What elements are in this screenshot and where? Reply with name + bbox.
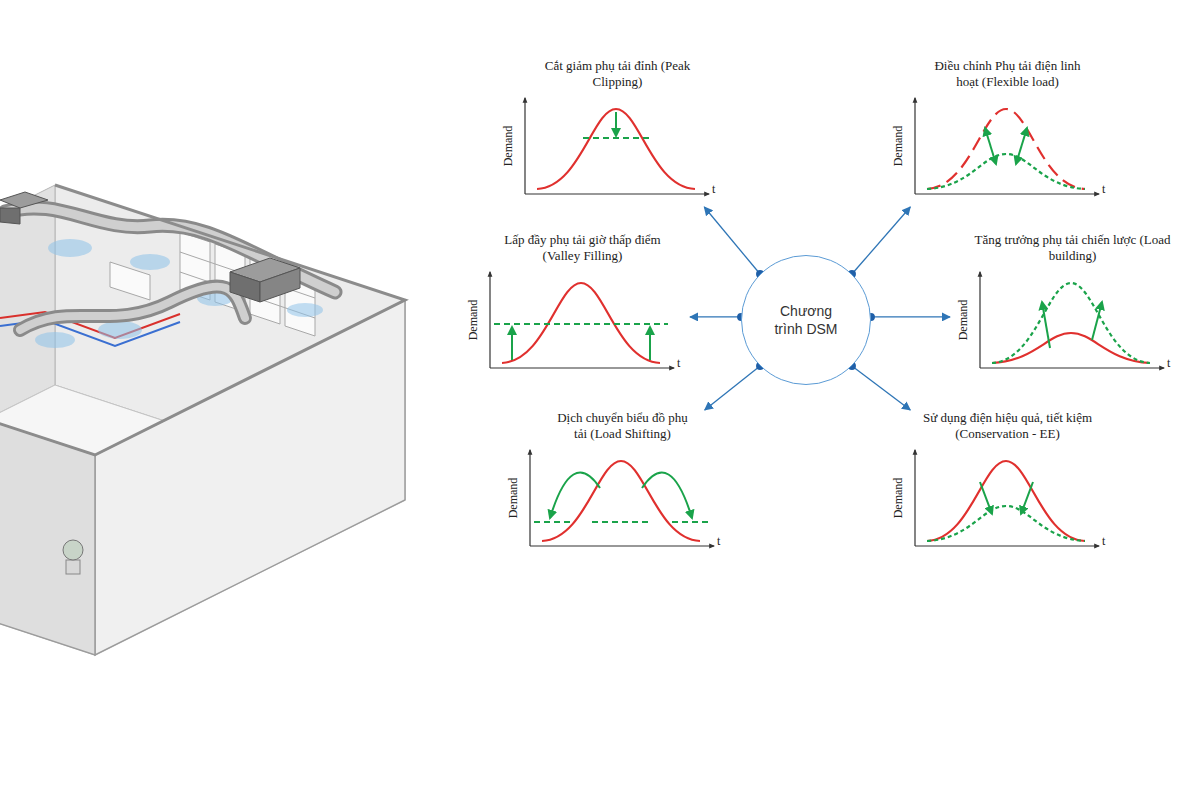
change-arrow <box>1092 302 1102 340</box>
dsm-chart: Cắt giảm phụ tải đỉnh (Peak Clipping) Dem… <box>495 58 725 207</box>
chart-title: Dịch chuyển biểu đồ phụ tải (Load Shifti… <box>553 410 693 442</box>
y-axis <box>524 98 525 194</box>
load-plot <box>460 268 690 373</box>
y-axis <box>529 450 530 546</box>
program-arrow <box>852 366 910 410</box>
dsm-chart: Điều chỉnh Phụ tải điện linh hoạt (Flexi… <box>885 58 1115 207</box>
axis-label: Demand <box>891 478 905 519</box>
target-level <box>534 521 570 523</box>
load-plot <box>885 94 1115 199</box>
load-plot <box>495 94 725 199</box>
dsm-chart: Sử dụng điện hiệu quả, tiết kiệm (Conser… <box>885 410 1115 559</box>
program-arrow <box>871 316 950 317</box>
ac-unit <box>0 192 300 302</box>
change-arrow <box>1016 128 1027 164</box>
front-wall <box>0 340 95 655</box>
axis-label: t <box>1102 182 1105 196</box>
change-arrow <box>615 112 617 136</box>
new-load-curve <box>927 506 1085 541</box>
axis-label: t <box>1167 356 1170 370</box>
program-arrow <box>705 366 760 410</box>
axis-label: t <box>712 182 715 196</box>
x-axis <box>525 193 709 194</box>
change-arrow <box>1021 482 1033 514</box>
plant <box>63 540 83 574</box>
load-plot <box>885 446 1115 551</box>
y-axis <box>489 272 490 368</box>
new-load-curve <box>927 154 1085 189</box>
change-arrow <box>511 327 513 360</box>
change-arrow <box>1042 302 1050 348</box>
y-axis <box>914 450 915 546</box>
target-level <box>583 137 649 139</box>
shift-arrow <box>642 473 692 518</box>
program-arrow <box>690 316 741 317</box>
target-level <box>672 521 708 523</box>
load-curve <box>927 109 1085 189</box>
change-arrow <box>649 327 651 360</box>
air-duct <box>5 208 335 330</box>
chart-title: Tăng trưởng phụ tải chiến lược (Load bui… <box>973 232 1173 264</box>
load-curve <box>992 333 1150 363</box>
dsm-chart: Lấp đầy phụ tải giờ thấp điểm (Valley Fi… <box>460 232 690 381</box>
chart-title: Sử dụng điện hiệu quả, tiết kiệm (Conser… <box>915 410 1100 442</box>
shift-arrow <box>550 473 600 518</box>
dsm-chart: Dịch chuyển biểu đồ phụ tải (Load Shifti… <box>500 410 730 559</box>
dsm-chart: Tăng trưởng phụ tải chiến lược (Load bui… <box>950 232 1180 381</box>
front-wall <box>95 300 405 655</box>
target-level <box>592 521 650 523</box>
axis-label: t <box>677 356 680 370</box>
circle-label: Chương trình DSM <box>770 302 842 338</box>
x-axis <box>915 545 1099 546</box>
change-arrow <box>980 482 992 514</box>
y-axis <box>979 272 980 368</box>
axis-label: Demand <box>506 478 520 519</box>
x-axis <box>530 545 714 546</box>
axis-label: Demand <box>891 126 905 167</box>
program-arrow <box>852 207 910 274</box>
x-axis <box>490 367 674 368</box>
axis-label: Demand <box>501 126 515 167</box>
x-axis <box>915 193 1099 194</box>
change-arrow <box>985 128 996 164</box>
load-plot <box>500 446 730 551</box>
target-level <box>494 323 668 325</box>
program-arrow <box>704 207 760 274</box>
wall-rim <box>0 185 405 455</box>
chart-title: Lấp đầy phụ tải giờ thấp điểm (Valley Fi… <box>500 232 665 264</box>
load-plot <box>950 268 1180 373</box>
chart-title: Điều chỉnh Phụ tải điện linh hoạt (Flexi… <box>925 58 1090 90</box>
load-curve <box>537 109 695 189</box>
axis-label: t <box>717 534 720 548</box>
program-circle: Chương trình DSM <box>741 255 871 385</box>
load-curve <box>542 461 700 541</box>
chart-title: Cắt giảm phụ tải đỉnh (Peak Clipping) <box>543 58 693 90</box>
y-axis <box>914 98 915 194</box>
x-axis <box>980 367 1164 368</box>
building-illustration <box>0 0 420 787</box>
axis-label: Demand <box>956 300 970 341</box>
load-curve <box>927 461 1085 541</box>
axis-label: Demand <box>466 300 480 341</box>
axis-label: t <box>1102 534 1105 548</box>
new-load-curve <box>992 283 1150 363</box>
